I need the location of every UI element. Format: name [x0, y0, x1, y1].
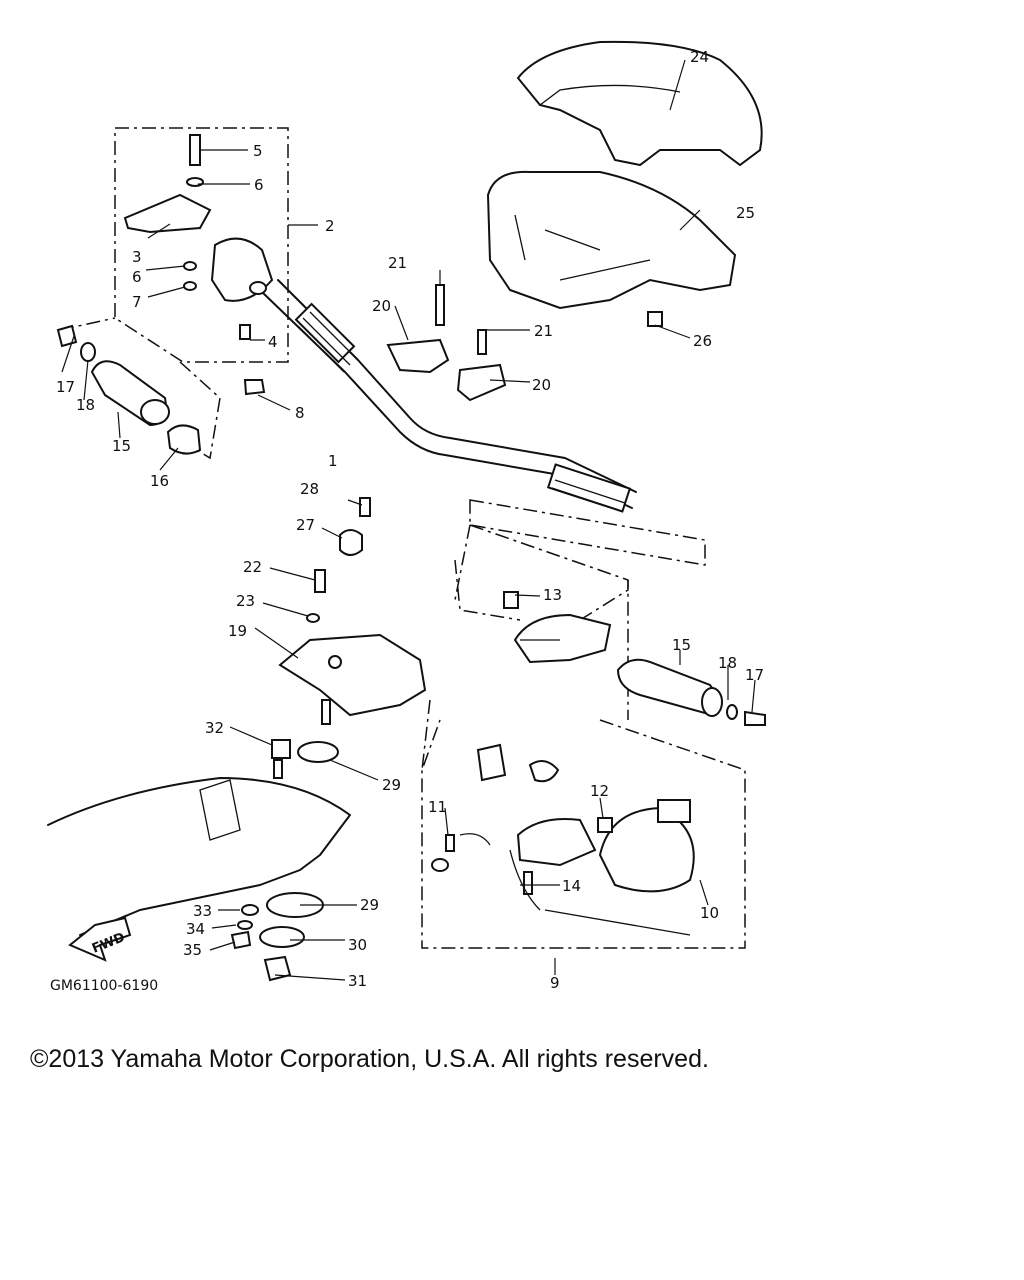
callout-18b: 18 [718, 654, 737, 672]
leader-lines [61, 59, 756, 981]
parts-diagram: FWD 1 2 3 4 5 6 6 7 8 9 10 11 12 13 14 1… [47, 40, 766, 994]
assembly-box-9-inner [421, 524, 629, 771]
callout-24: 24 [690, 48, 709, 66]
left-grip-assembly [56, 324, 202, 455]
callout-17b: 17 [745, 666, 764, 684]
callout-2: 2 [325, 217, 335, 235]
callout-27: 27 [296, 516, 315, 534]
callout-25: 25 [736, 204, 755, 222]
copyright-notice: ©2013 Yamaha Motor Corporation, U.S.A. A… [30, 1045, 709, 1073]
callout-8: 8 [295, 404, 305, 422]
right-grip-assembly [616, 658, 766, 726]
callout-22: 22 [243, 558, 262, 576]
callout-4: 4 [268, 333, 278, 351]
drawing-code: GM61100-6190 [50, 978, 158, 994]
callout-26: 26 [693, 332, 712, 350]
callout-1: 1 [328, 452, 338, 470]
callout-32: 32 [205, 719, 224, 737]
center-mounting-parts [278, 284, 507, 725]
callout-20b: 20 [532, 376, 551, 394]
callout-5: 5 [253, 142, 263, 160]
callout-10: 10 [700, 904, 719, 922]
callout-3: 3 [132, 248, 142, 266]
callout-23: 23 [236, 592, 255, 610]
callout-13: 13 [543, 586, 562, 604]
callout-30: 30 [348, 936, 367, 954]
callout-16: 16 [150, 472, 169, 490]
hull-mounting: FWD [47, 739, 351, 982]
callout-21: 21 [388, 254, 407, 272]
assembly-box-9 [421, 499, 746, 949]
callout-12: 12 [590, 782, 609, 800]
callout-19: 19 [228, 622, 247, 640]
left-lever-assembly [123, 134, 274, 396]
callout-6: 6 [254, 176, 264, 194]
callout-29: 29 [382, 776, 401, 794]
callout-11: 11 [428, 798, 447, 816]
callout-9: 9 [550, 974, 560, 992]
assembly-box-2 [114, 127, 289, 363]
callout-17: 17 [56, 378, 75, 396]
callout-14: 14 [562, 877, 581, 895]
callout-35: 35 [183, 941, 202, 959]
callout-7: 7 [132, 293, 142, 311]
handlebar [261, 279, 637, 513]
callout-34: 34 [186, 920, 205, 938]
callout-28: 28 [300, 480, 319, 498]
callout-18: 18 [76, 396, 95, 414]
callout-20: 20 [372, 297, 391, 315]
callout-21b: 21 [534, 322, 553, 340]
callout-15: 15 [112, 437, 131, 455]
callout-15b: 15 [672, 636, 691, 654]
right-switch-assembly [431, 591, 695, 936]
callout-33: 33 [193, 902, 212, 920]
callout-31: 31 [348, 972, 367, 990]
handlebar-covers [486, 40, 763, 327]
callout-6b: 6 [132, 268, 142, 286]
callout-29b: 29 [360, 896, 379, 914]
